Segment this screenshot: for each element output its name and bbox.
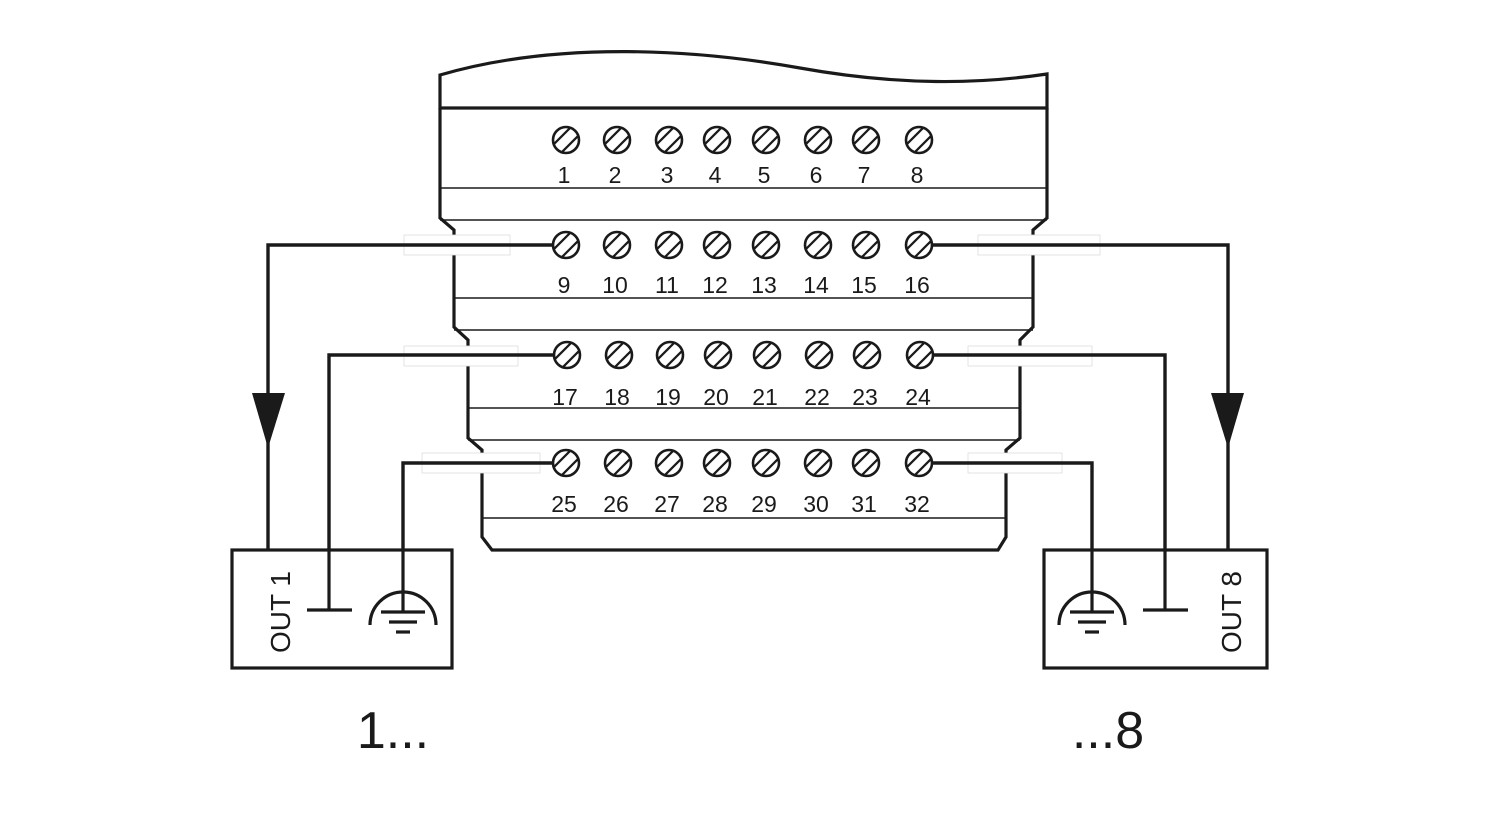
terminal-number: 15 xyxy=(851,272,877,298)
ground-icon xyxy=(307,550,352,612)
terminal-number: 30 xyxy=(803,491,829,517)
screw-terminal-icon xyxy=(904,230,934,260)
terminal-number: 14 xyxy=(803,272,829,298)
terminal-number: 18 xyxy=(604,384,630,410)
terminal-number: 3 xyxy=(661,162,674,188)
terminal-number: 12 xyxy=(702,272,728,298)
earth-ground-icon xyxy=(368,550,438,634)
screw-terminal-icon xyxy=(905,340,935,370)
screw-terminal-icon xyxy=(552,340,582,370)
terminal-number: 27 xyxy=(654,491,680,517)
screw-terminal-icon xyxy=(803,125,833,155)
terminal-number: 32 xyxy=(904,491,930,517)
screw-terminal-icon xyxy=(602,125,632,155)
terminal-number: 11 xyxy=(655,272,679,298)
output-box-right: OUT 8 xyxy=(1042,548,1269,670)
screw-terminal-icon xyxy=(703,340,733,370)
screw-terminal-icon xyxy=(551,448,581,478)
screw-terminal-icon xyxy=(654,230,684,260)
screw-terminal-icon xyxy=(804,340,834,370)
range-label-left: 1... xyxy=(357,702,429,760)
screw-terminal-icon xyxy=(904,448,934,478)
terminal-number: 29 xyxy=(751,491,777,517)
screw-terminal-icon xyxy=(851,448,881,478)
output-box-left: OUT 1 xyxy=(230,548,454,670)
output-label-left: OUT 1 xyxy=(265,571,296,653)
terminal-number: 13 xyxy=(751,272,777,298)
screw-terminal-icon xyxy=(803,230,833,260)
screw-terminal-icon xyxy=(904,125,934,155)
screw-terminal-icon xyxy=(751,230,781,260)
terminal-number: 6 xyxy=(810,162,823,188)
terminal-number: 7 xyxy=(858,162,871,188)
wires xyxy=(266,243,1230,550)
terminal-number: 21 xyxy=(752,384,778,410)
screw-terminal-icon xyxy=(803,448,833,478)
screw-terminal-icon xyxy=(702,448,732,478)
screw-terminal-icon xyxy=(852,340,882,370)
terminal-number: 10 xyxy=(602,272,628,298)
screw-terminal-icon xyxy=(604,340,634,370)
screw-terminal-icon xyxy=(751,125,781,155)
terminal-number: 20 xyxy=(703,384,729,410)
screw-terminal-icon xyxy=(655,340,685,370)
terminal-number: 22 xyxy=(804,384,830,410)
screw-terminal-icon xyxy=(603,448,633,478)
terminal-number: 26 xyxy=(603,491,629,517)
screw-terminal-icon xyxy=(851,125,881,155)
terminal-number: 19 xyxy=(655,384,681,410)
terminal-number: 1 xyxy=(558,162,571,188)
screw-terminal-icon xyxy=(551,230,581,260)
screw-terminal-icon xyxy=(752,340,782,370)
terminal-number: 9 xyxy=(558,272,571,298)
screw-terminal-icon xyxy=(702,230,732,260)
terminal-number: 25 xyxy=(551,491,577,517)
module-housing xyxy=(438,50,1049,552)
screw-terminal-icon xyxy=(654,125,684,155)
terminal-number: 4 xyxy=(709,162,722,188)
terminal-number: 17 xyxy=(552,384,578,410)
screw-terminal-icon xyxy=(751,448,781,478)
terminal-number: 5 xyxy=(758,162,771,188)
terminal-number: 8 xyxy=(911,162,924,188)
terminal-number: 16 xyxy=(904,272,930,298)
arrow-down-icon xyxy=(252,393,285,448)
screw-terminal-icon xyxy=(702,125,732,155)
terminal-number: 24 xyxy=(905,384,931,410)
terminal-number: 28 xyxy=(702,491,728,517)
screw-terminal-icon xyxy=(654,448,684,478)
earth-ground-icon xyxy=(1057,550,1127,634)
terminal-number: 2 xyxy=(609,162,622,188)
screw-terminal-icon xyxy=(602,230,632,260)
range-label-right: ...8 xyxy=(1072,702,1144,760)
screw-terminal-icon xyxy=(551,125,581,155)
arrow-down-icon xyxy=(1211,393,1244,448)
ground-icon xyxy=(1143,550,1188,612)
terminal-number: 23 xyxy=(852,384,878,410)
screw-terminal-icon xyxy=(851,230,881,260)
output-label-right: OUT 8 xyxy=(1216,571,1247,653)
terminal-number: 31 xyxy=(851,491,877,517)
